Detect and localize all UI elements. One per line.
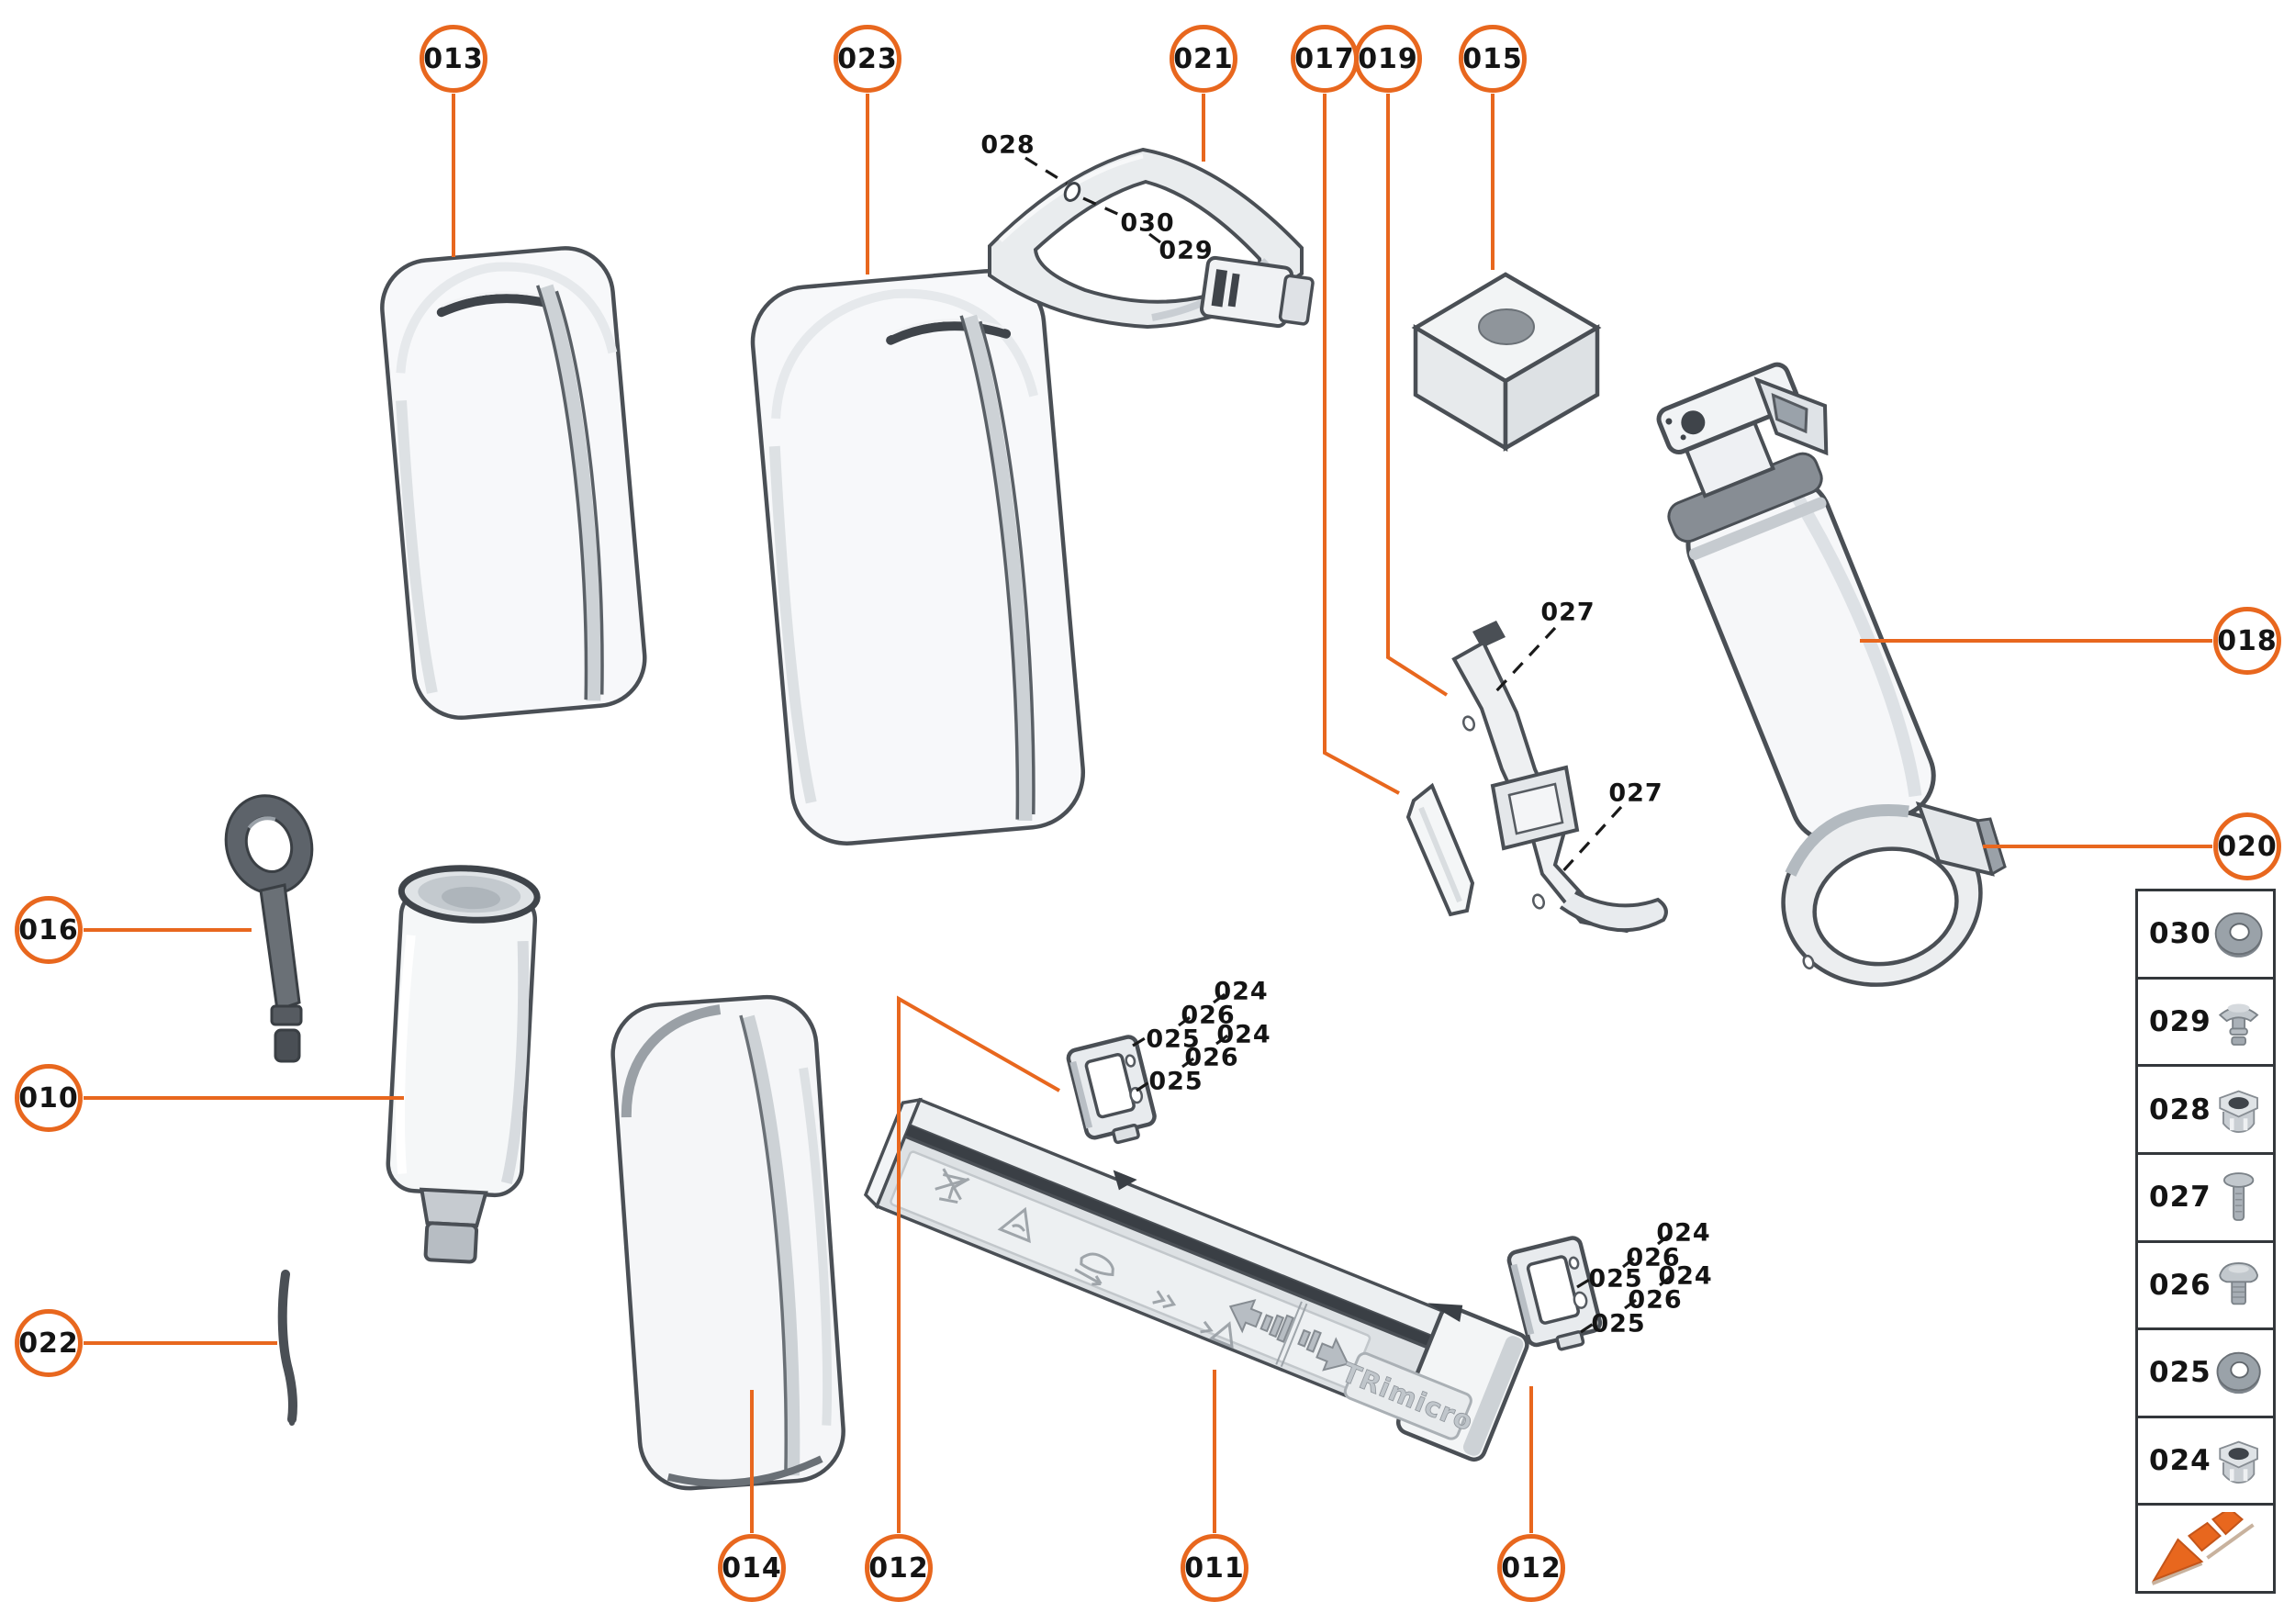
warning-triangle-icon: [997, 1206, 1031, 1244]
part-013-case: [380, 246, 647, 721]
flange-nut-icon: [2219, 1440, 2258, 1484]
fastener-legend-table: 030 029 028 027: [2135, 889, 2276, 1594]
label-024-b2: 024: [1658, 1261, 1713, 1291]
label-026-b1: 026: [1626, 1243, 1681, 1272]
label-026-b2: 026: [1628, 1285, 1683, 1315]
part-012-clamp-a: [1066, 1035, 1157, 1145]
legend-row-024: 024: [2138, 1415, 2273, 1504]
label-024-b1: 024: [1656, 1218, 1711, 1248]
callout-019[interactable]: 019: [1354, 25, 1422, 93]
callout-011[interactable]: 011: [1181, 1534, 1248, 1602]
callout-021[interactable]: 021: [1170, 25, 1237, 93]
legend-label-027: 027: [2149, 1181, 2211, 1215]
label-029: 029: [1159, 236, 1214, 265]
part-021-strap: [988, 147, 1315, 330]
divider-line: [1275, 1301, 1308, 1368]
label-027-top: 027: [1540, 598, 1595, 627]
label-025-b1: 025: [1588, 1264, 1643, 1294]
long-screw-icon: [2222, 1172, 2255, 1222]
part-017-strip: [1405, 782, 1475, 917]
label-027-bottom: 027: [1608, 778, 1663, 808]
label-024-a2: 024: [1216, 1020, 1271, 1049]
part-014-case: [610, 994, 845, 1491]
legend-row-029: 029: [2138, 976, 2273, 1065]
dashed-leaders: [1024, 156, 1674, 1334]
callout-010[interactable]: 010: [15, 1064, 83, 1132]
part-023-case: [750, 269, 1086, 846]
rivet-icon: [2218, 1003, 2259, 1046]
label-026-a1: 026: [1181, 1001, 1236, 1030]
callout-015[interactable]: 015: [1459, 25, 1527, 93]
callout-012-b[interactable]: 012: [1497, 1534, 1565, 1602]
legend-row-026: 026: [2138, 1239, 2273, 1328]
callout-012-a[interactable]: 012: [865, 1534, 933, 1602]
arrow-triangle-icon: [1200, 1320, 1234, 1350]
washer-icon: [2216, 1352, 2261, 1394]
callout-014[interactable]: 014: [718, 1534, 786, 1602]
flange-nut-icon: [2219, 1090, 2258, 1133]
label-028: 028: [980, 130, 1036, 160]
part-012-clamp-b: [1506, 1236, 1603, 1351]
strap-buckle: [1200, 255, 1315, 329]
legend-row-028: 028: [2138, 1064, 2273, 1152]
callout-022[interactable]: 022: [15, 1309, 83, 1377]
legend-label-029: 029: [2149, 1004, 2211, 1038]
double-arrow-icon: [1152, 1290, 1177, 1309]
legend-row-030: 030: [2138, 891, 2273, 977]
legend-label-030: 030: [2149, 917, 2211, 951]
part-016-tow-hook: [224, 794, 314, 1063]
right-arrow-icon: [1297, 1328, 1349, 1372]
part-018-extinguisher: [1656, 362, 1936, 844]
car-arrow-icon: [1074, 1252, 1114, 1286]
part-011-crossbar: TRimicro: [863, 1097, 1529, 1462]
part-019-bracket: [1451, 621, 1668, 934]
label-025-a2: 025: [1148, 1067, 1203, 1096]
label-025-b2: 025: [1591, 1309, 1646, 1338]
part-022-pin: [277, 1270, 297, 1426]
callout-017[interactable]: 017: [1291, 25, 1359, 93]
legend-row-025: 025: [2138, 1327, 2273, 1416]
short-screw-icon: [2219, 1261, 2258, 1305]
strap-hole: [1063, 182, 1081, 202]
callout-013[interactable]: 013: [420, 25, 487, 93]
washer-icon: [2214, 913, 2263, 958]
callout-020[interactable]: 020: [2213, 812, 2281, 880]
legend-label-024: 024: [2149, 1444, 2211, 1478]
label-026-a2: 026: [1184, 1043, 1239, 1072]
legend-row-direction: [2138, 1503, 2273, 1591]
callout-leaders: [84, 94, 2212, 1533]
direction-arrow-icon: [2151, 1511, 2255, 1585]
legend-label-028: 028: [2149, 1092, 2211, 1126]
legend-label-026: 026: [2149, 1268, 2211, 1302]
part-010-bottle: [386, 865, 541, 1264]
legend-row-027: 027: [2138, 1151, 2273, 1240]
part-015-foam-block: [1411, 272, 1602, 452]
callout-016[interactable]: 016: [15, 896, 83, 964]
callout-018[interactable]: 018: [2213, 607, 2281, 675]
legend-label-025: 025: [2149, 1356, 2211, 1390]
label-024-a1: 024: [1214, 977, 1269, 1006]
callout-023[interactable]: 023: [834, 25, 901, 93]
label-030: 030: [1120, 208, 1175, 238]
no-glass-icon: [935, 1168, 970, 1204]
left-arrow-icon: [1228, 1299, 1294, 1343]
label-025-a1: 025: [1146, 1025, 1201, 1054]
